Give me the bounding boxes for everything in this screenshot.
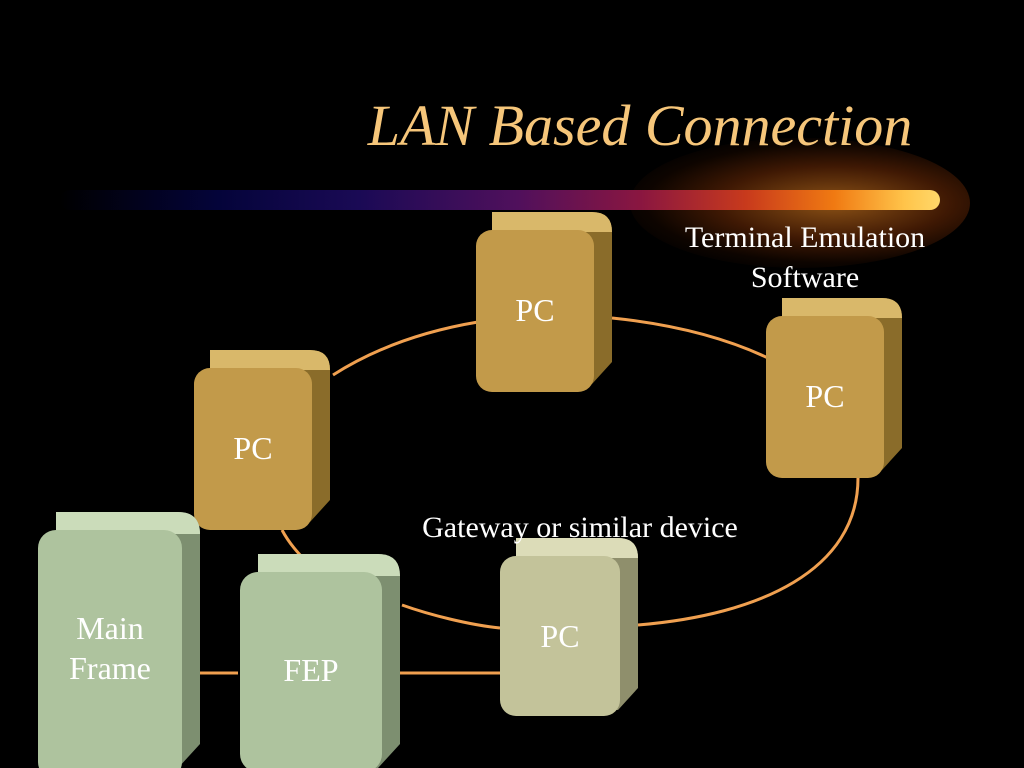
gateway-pc-shape <box>500 538 638 716</box>
fep-node: FEP <box>240 554 400 768</box>
pc-right-shape <box>766 298 902 478</box>
pc-top-node: PC <box>476 212 612 392</box>
gateway-pc-label: PC <box>540 618 580 654</box>
lan-ring <box>280 316 860 630</box>
gateway-caption: Gateway or similar device <box>422 511 738 544</box>
pc-right-node: PC <box>766 298 902 478</box>
mainframe-shape <box>38 512 200 768</box>
terminal-emulation-caption-line2: Software <box>750 261 860 294</box>
slide-title: LAN Based Connection <box>367 93 913 158</box>
pc-left-node: PC <box>194 350 330 530</box>
gateway-pc-node: PC <box>500 538 638 718</box>
title-underline-bar <box>60 190 940 210</box>
fep-label: FEP <box>283 652 339 688</box>
mainframe-node: Main Frame <box>38 512 200 768</box>
pc-right-label: PC <box>805 378 845 414</box>
pc-top-label: PC <box>515 292 555 328</box>
mainframe-label-line2: Frame <box>69 650 151 686</box>
terminal-emulation-caption-line1: Terminal Emulation <box>684 221 926 254</box>
pc-top-shape <box>476 212 612 392</box>
pc-left-label: PC <box>233 430 273 466</box>
mainframe-label-line1: Main <box>76 610 144 646</box>
fep-shape <box>240 554 400 768</box>
pc-left-shape <box>194 350 330 530</box>
